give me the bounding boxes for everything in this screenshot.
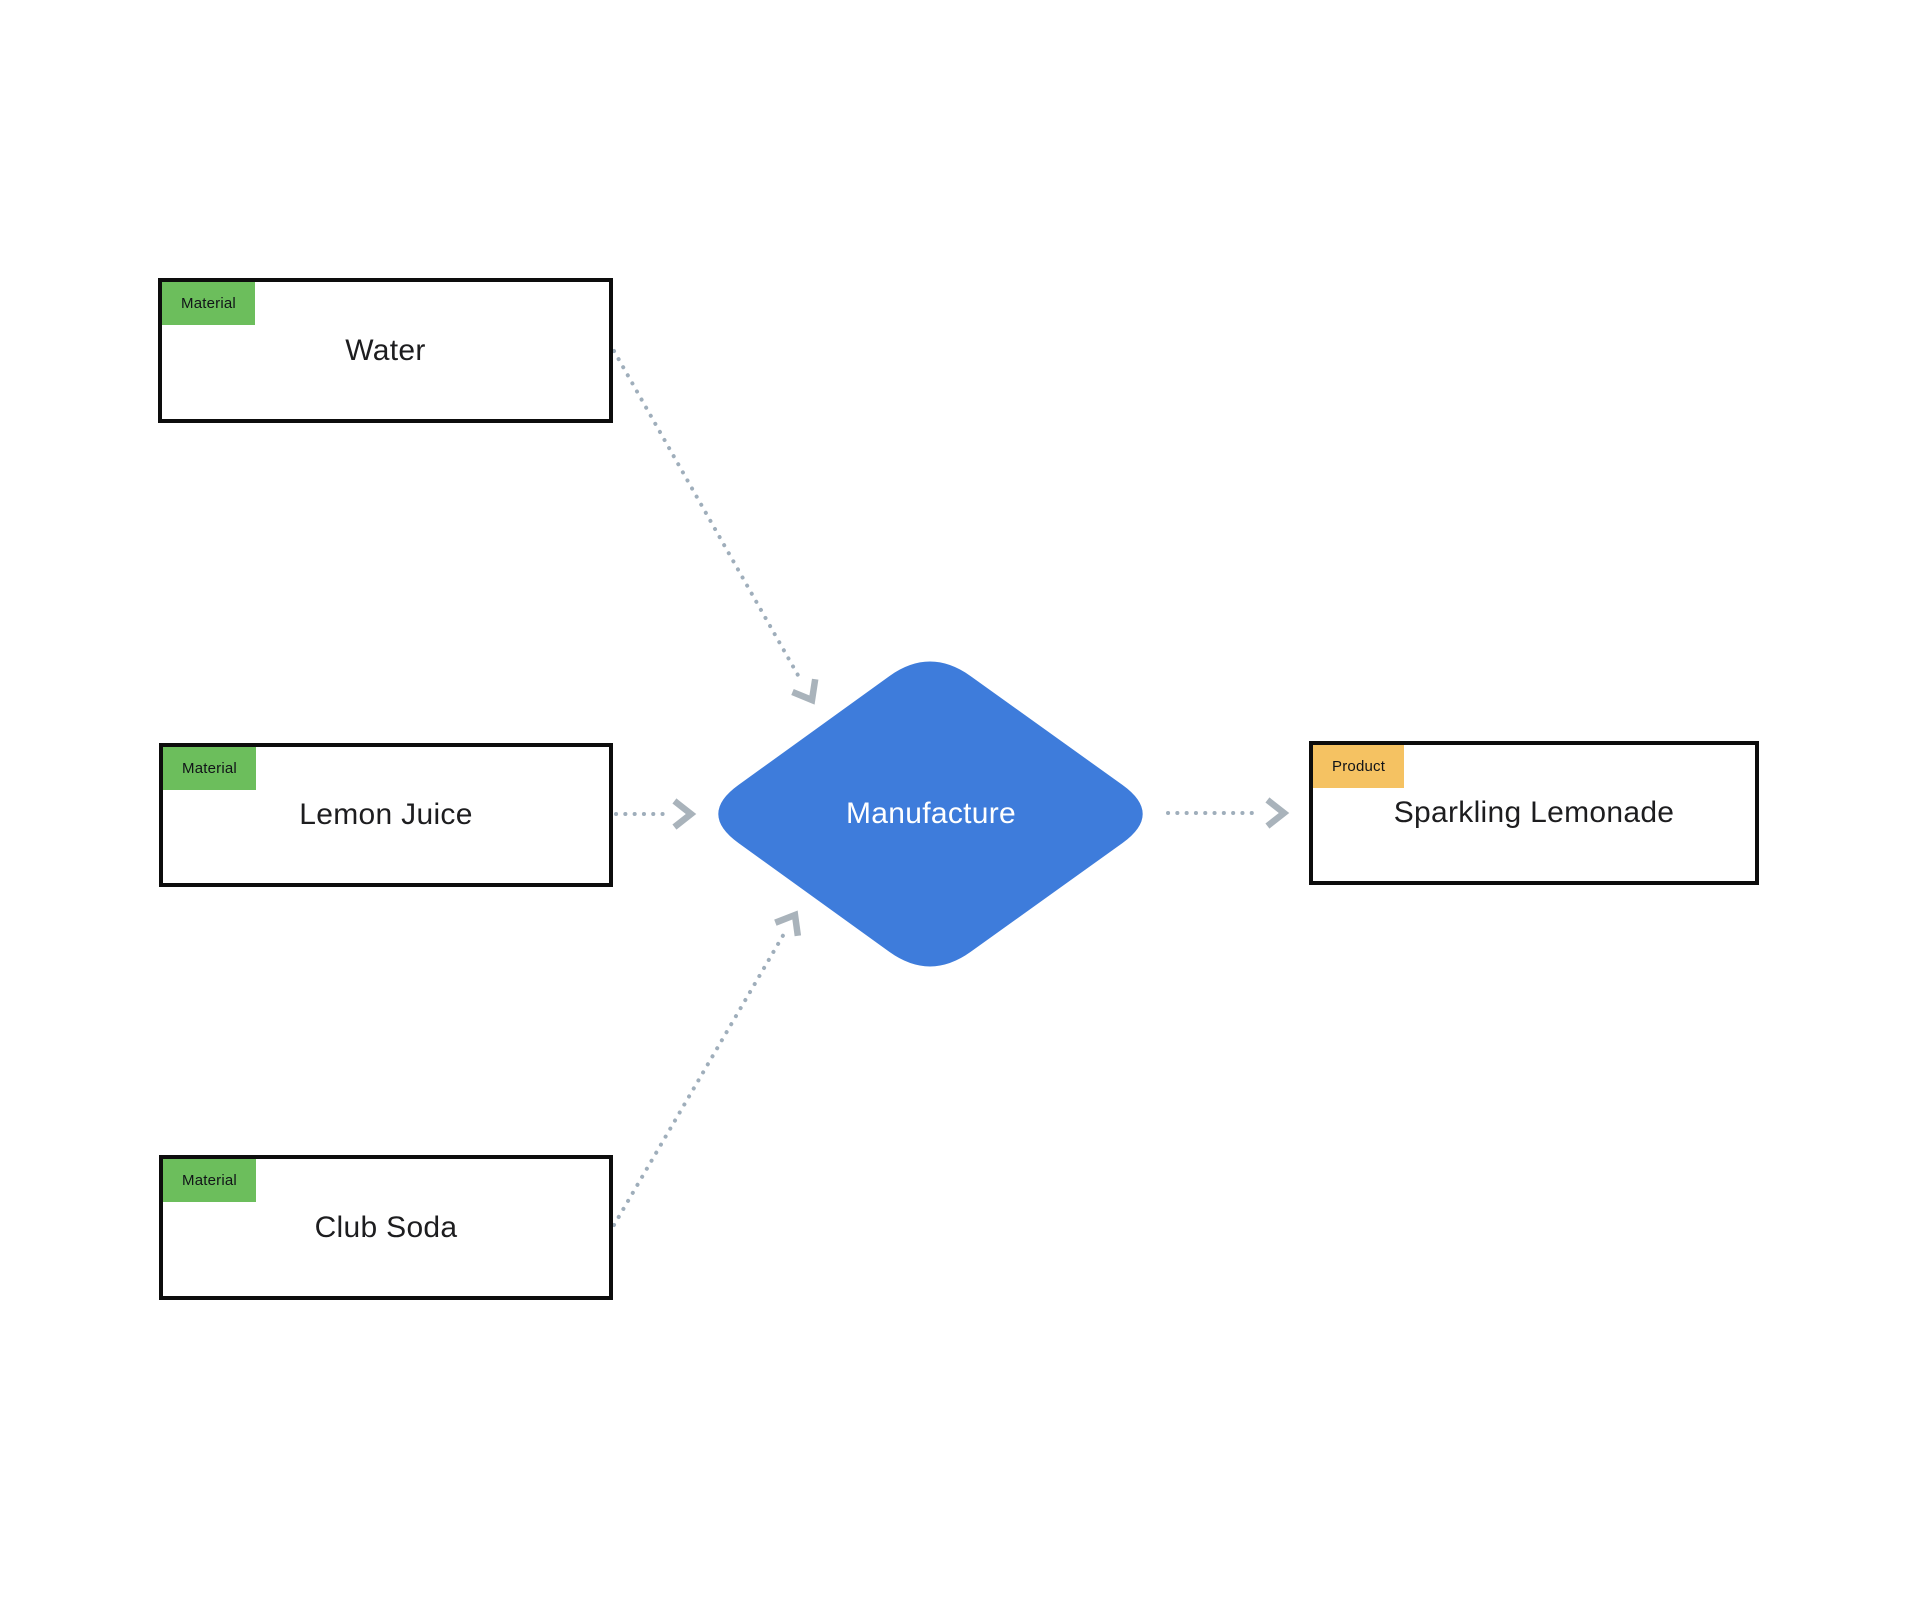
- node-sparkling-lemonade-label: Sparkling Lemonade: [1393, 796, 1675, 829]
- node-sparkling-lemonade[interactable]: Product Sparkling Lemonade: [1309, 741, 1759, 885]
- edge-lemon-juice-manufacture[interactable]: [614, 798, 697, 830]
- node-lemon-juice-label: Lemon Juice: [299, 798, 473, 831]
- edge-club-soda-manufacture[interactable]: [612, 910, 802, 1227]
- material-badge: Material: [163, 747, 256, 790]
- edge-club-soda-manufacture-line: [612, 933, 785, 1227]
- edge-manufacture-sparkling-lemonade[interactable]: [1166, 797, 1290, 829]
- product-badge: Product: [1313, 745, 1405, 788]
- node-manufacture-shape[interactable]: [718, 661, 1143, 967]
- node-lemon-juice[interactable]: Material Lemon Juice: [159, 743, 613, 887]
- node-club-soda[interactable]: Material Club Soda: [159, 1155, 613, 1300]
- arrowhead-icon: [774, 910, 802, 937]
- arrowhead-icon: [1265, 797, 1290, 829]
- material-badge: Material: [162, 282, 255, 325]
- edge-water-manufacture-line: [612, 349, 803, 682]
- node-water[interactable]: Material Water: [158, 278, 613, 423]
- node-water-label: Water: [345, 333, 426, 367]
- node-club-soda-label: Club Soda: [314, 1210, 458, 1244]
- arrowhead-icon: [672, 798, 697, 830]
- material-badge: Material: [163, 1159, 256, 1202]
- arrowhead-icon: [791, 678, 819, 705]
- edge-water-manufacture[interactable]: [612, 349, 819, 705]
